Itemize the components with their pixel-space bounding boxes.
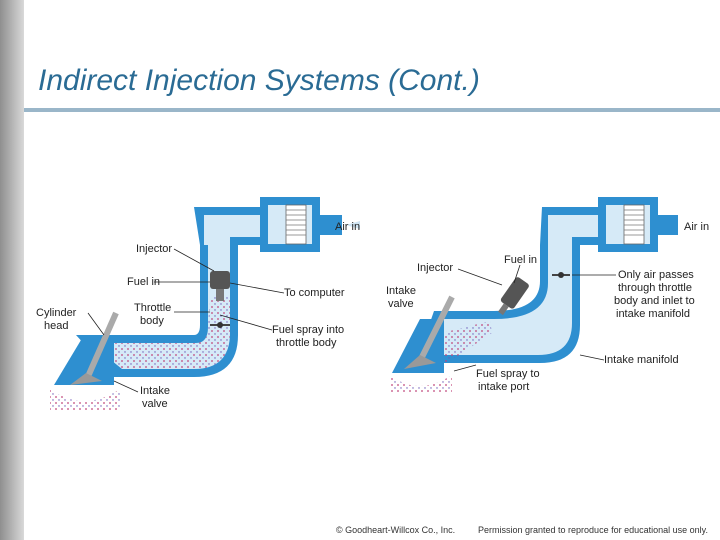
right-only-air-label-1: Only air passes: [618, 269, 694, 281]
right-injector-label: Injector: [417, 262, 453, 274]
left-fuel-spray-label-2: throttle body: [276, 337, 337, 349]
right-fuel-spray-label-1: Fuel spray to: [476, 368, 540, 380]
left-air-filter: [285, 204, 307, 245]
right-fuel-in-label: Fuel in: [504, 254, 537, 266]
left-air-in-label: Air in: [335, 221, 360, 233]
right-intake-valve-label-1: Intake: [386, 285, 416, 297]
left-intake-valve-label-2: valve: [142, 398, 168, 410]
right-air-filter: [623, 204, 645, 245]
title-area: [24, 0, 720, 110]
right-port-spray: [434, 321, 492, 365]
title-divider: [24, 108, 720, 112]
right-only-air-label-4: intake manifold: [616, 308, 690, 320]
left-fuel-spray-region: [90, 297, 230, 369]
right-intake-valve-head: [404, 355, 436, 369]
left-cylinder-head-label-1: Cylinder: [36, 307, 77, 319]
left-intake-valve-head: [70, 373, 102, 385]
right-air-inlet: [658, 215, 678, 235]
right-air-in-label: Air in: [684, 221, 709, 233]
left-diagram: Air in Injector Fuel in To computer Thro…: [36, 197, 360, 411]
left-intake-valve-label-1: Intake: [140, 385, 170, 397]
footer-copyright: © Goodheart-Willcox Co., Inc.: [336, 525, 456, 535]
right-only-air-label-2: through throttle: [618, 282, 692, 294]
right-diagram: Air in Injector Fuel in Intake valve Onl…: [386, 197, 709, 393]
right-intake-valve-label-2: valve: [388, 298, 414, 310]
right-fuel-spray-label-2: intake port: [478, 381, 529, 393]
left-injector-body: [210, 271, 230, 289]
left-cylinder-head-label-2: head: [44, 320, 68, 332]
left-cylinder-spray: [50, 389, 120, 411]
right-manifold-air: [428, 215, 598, 355]
left-throttle-label-1: Throttle: [134, 302, 171, 314]
right-intake-manifold-label: Intake manifold: [604, 354, 679, 366]
right-cylinder-spray: [390, 375, 452, 393]
left-air-in-arrow: [346, 221, 360, 229]
left-throttle-label-2: body: [140, 315, 164, 327]
injection-diagram: Air in Injector Fuel in To computer Thro…: [36, 197, 709, 411]
right-intake-valve-stem: [417, 295, 455, 363]
left-intake-valve-stem: [83, 311, 119, 383]
left-fuel-spray-label-1: Fuel spray into: [272, 324, 344, 336]
left-accent-band: [0, 0, 24, 540]
left-to-computer-label: To computer: [284, 287, 345, 299]
left-air-inlet: [320, 215, 342, 235]
right-only-air-label-3: body and inlet to: [614, 295, 695, 307]
footer-permission: Permission granted to reproduce for educ…: [478, 525, 708, 535]
left-injector-label: Injector: [136, 243, 172, 255]
right-injector: [498, 277, 529, 316]
left-fuel-in-label: Fuel in: [127, 276, 160, 288]
slide-title: Indirect Injection Systems (Cont.): [38, 64, 480, 97]
